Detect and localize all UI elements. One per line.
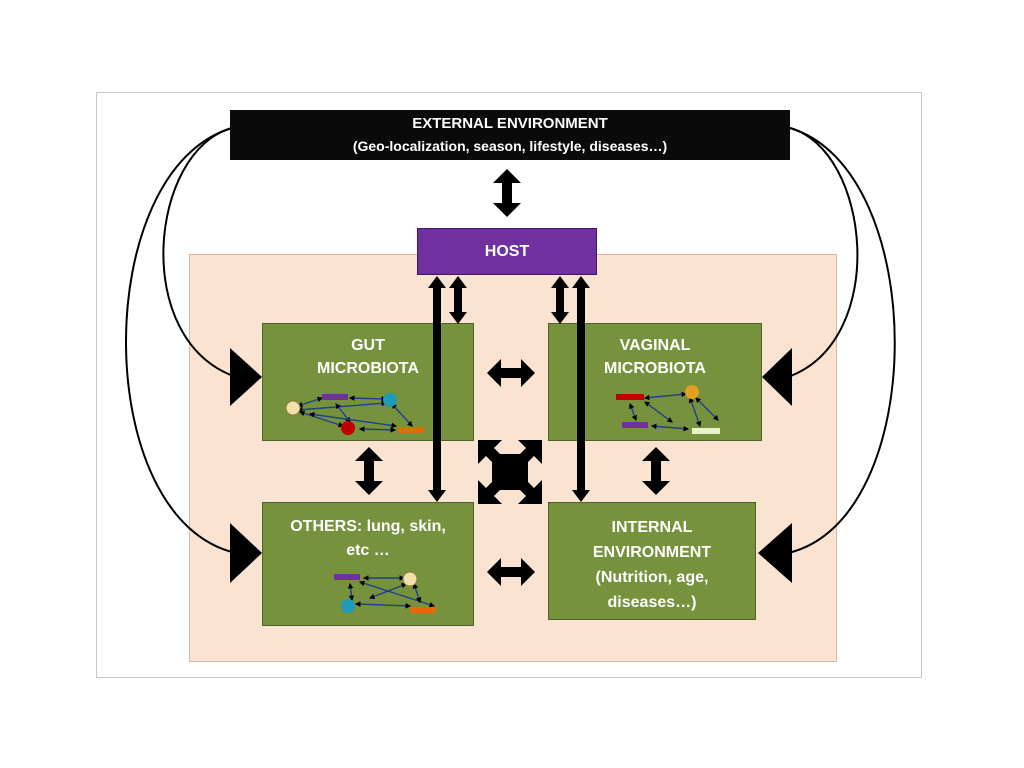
vaginal-network [616,385,720,434]
internal-label-line2: ENVIRONMENT [592,544,712,561]
arrowhead-gut-left [230,348,262,406]
host-label: HOST [484,243,530,260]
internal-environment-box: INTERNAL ENVIRONMENT (Nutrition, age, di… [548,502,756,620]
arrowhead-vaginal-right [762,348,792,406]
external-environment-subtitle: (Geo-localization, season, lifestyle, di… [352,138,668,154]
vaginal-label-line2: MICROBIOTA [604,360,706,377]
vaginal-node-lightgreen [692,428,720,434]
internal-label-line1: INTERNAL [611,519,693,536]
external-environment-title: EXTERNAL ENVIRONMENT [412,115,608,132]
others-node-orange [410,607,436,613]
vaginal-node-red [616,394,644,400]
gut-node-purple [322,394,348,400]
gut-node-cream [285,400,301,416]
arrowhead-others-left [230,523,262,583]
gut-node-teal [383,393,397,407]
vaginal-node-orange [685,385,699,399]
arrow-host-internal [572,276,590,502]
others-network [334,571,436,613]
host-box: HOST [417,228,597,275]
arrow-gut-others [355,447,383,495]
curve-external-to-internal [787,127,896,554]
others-node-purple [334,574,360,580]
others-label-line1: OTHERS: lung, skin, [290,518,446,535]
arrow-gut-vaginal [487,359,535,387]
internal-label-line3: (Nutrition, age, [595,569,709,586]
arrowhead-internal-right [758,523,792,583]
curve-external-to-gut [162,127,237,378]
arrow-vaginal-internal [642,447,670,495]
curve-external-to-others [125,127,237,554]
others-label-line2: etc … [346,542,390,559]
arrow-host-others [428,276,446,502]
gut-label-line1: GUT [351,337,385,354]
gut-node-orange [398,427,424,433]
curve-external-to-vaginal [787,127,859,378]
external-environment-box: EXTERNAL ENVIRONMENT (Geo-localization, … [230,110,790,160]
vaginal-label-line1: VAGINAL [619,337,691,354]
arrow-others-internal [487,558,535,586]
arrow-host-gut [449,276,467,324]
vaginal-node-purple [622,422,648,428]
gut-node-red [341,421,355,435]
arrow-central-cross [478,440,542,504]
others-node-teal [341,599,355,613]
gut-label-line2: MICROBIOTA [317,360,419,377]
gut-network [285,393,424,435]
arrow-host-vaginal [551,276,569,324]
others-node-cream [402,571,418,587]
internal-label-line4: diseases…) [607,594,697,611]
arrow-external-host [493,169,521,217]
